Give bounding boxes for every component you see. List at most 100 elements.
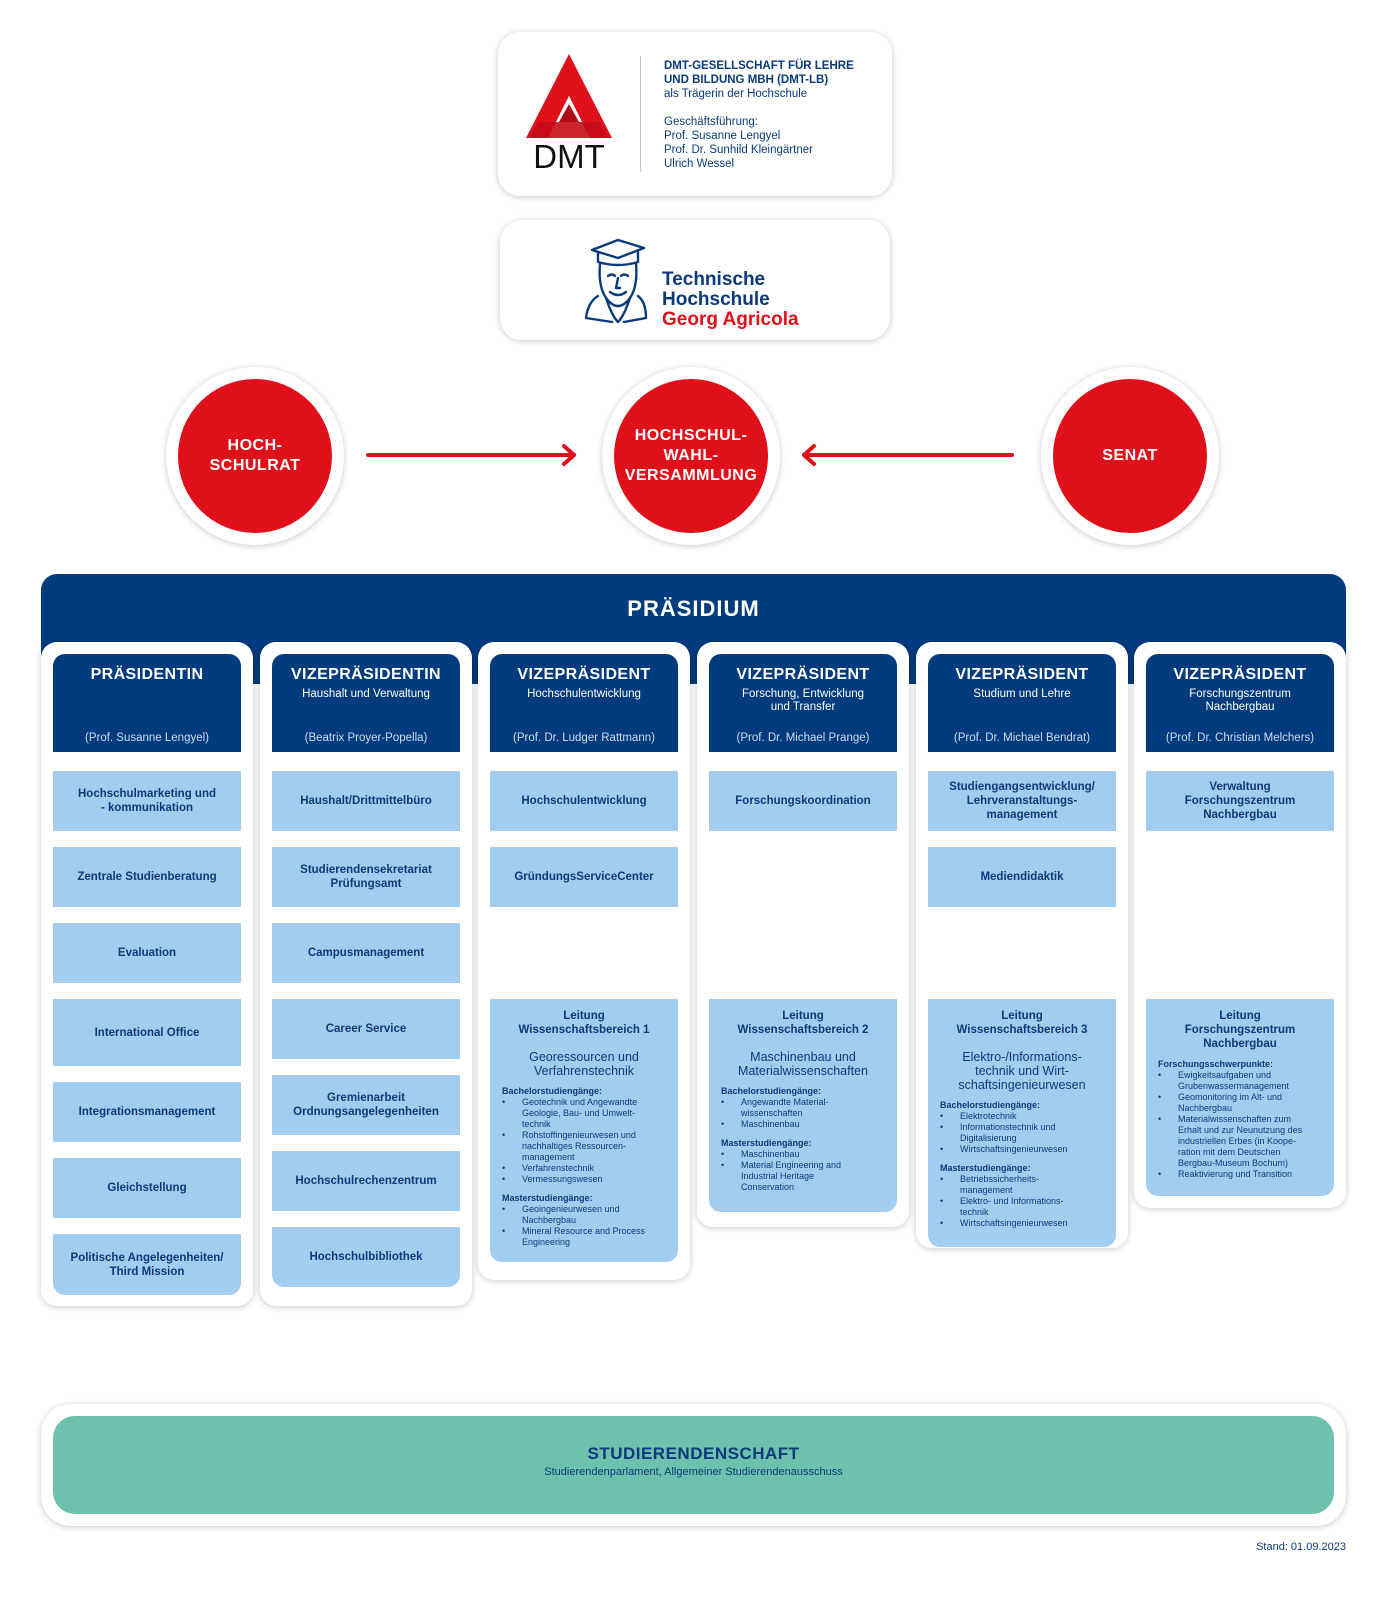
column-person: (Prof. Dr. Christian Melchers): [1165, 732, 1315, 744]
praesidium-bar: PRÄSIDIUM: [41, 574, 1346, 684]
studierendenschaft-title: STUDIERENDENSCHAFT: [587, 1444, 800, 1463]
area-section-heading: Forschungsschwerpunkte:: [1158, 1059, 1274, 1069]
area-list-item: Wirtschaftsingenieurwesen: [940, 1218, 1104, 1229]
area-list-item: Wirtschaftsingenieurwesen: [940, 1144, 1104, 1155]
area-list-item: Vermessungswesen: [502, 1174, 666, 1185]
praesidium-title: PRÄSIDIUM: [627, 596, 760, 621]
column-title: VIZEPRÄSIDENT: [955, 666, 1089, 683]
praesidium-column: PRÄSIDENTIN (Prof. Susanne Lengyel) Hochsc…: [41, 642, 253, 1306]
org-unit: Gremienarbeit Ordnungsangelegenheiten: [272, 1075, 460, 1135]
column-person: (Prof. Dr. Ludger Rattmann): [513, 732, 655, 744]
area-title: Leitung Wissenschaftsbereich 3: [956, 1010, 1088, 1036]
dmt-name-line2: UND BILDUNG MBH (DMT-LB): [664, 74, 829, 86]
column-header: PRÄSIDENTIN (Prof. Susanne Lengyel): [53, 654, 241, 752]
column-subtitle: Studium und Lehre: [973, 688, 1071, 700]
column-title: VIZEPRÄSIDENT: [1173, 666, 1307, 683]
hochschulrat-label: HOCH- SCHULRAT: [209, 437, 301, 474]
org-unit: Hochschulmarketing und - kommunikation: [53, 771, 241, 831]
thga-line2: Hochschule: [662, 289, 770, 310]
column-person: (Prof. Susanne Lengyel): [84, 732, 210, 744]
column-title: VIZEPRÄSIDENT: [517, 666, 651, 683]
georg-agricola-portrait-icon: [584, 238, 648, 324]
dmt-description: DMT-GESELLSCHAFT FÜR LEHRE UND BILDUNG M…: [664, 59, 884, 171]
column-subtitle: Haushalt und Verwaltung: [302, 688, 430, 700]
column-title: VIZEPRÄSIDENT: [736, 666, 870, 683]
area-title: Leitung Forschungszentrum Nachbergbau: [1184, 1010, 1296, 1050]
area-title: Leitung Wissenschaftsbereich 1: [518, 1010, 650, 1036]
area-section-heading: Bachelorstudiengänge:: [721, 1086, 822, 1096]
org-unit: Integrationsmanagement: [53, 1082, 241, 1142]
arrows: [366, 444, 1014, 466]
area-list-item: Maschinenbau: [721, 1149, 885, 1160]
dmt-management-label: Geschäftsführung:: [664, 116, 758, 128]
arrow-right-icon: [366, 444, 576, 466]
area-list-item: Verfahrenstechnik: [502, 1163, 666, 1174]
senat-label: SENAT: [1102, 447, 1158, 464]
dmt-manager: Prof. Susanne Lengyel: [664, 130, 781, 142]
area-section-list: Geoingenieurwesen und NachbergbauMineral…: [502, 1204, 666, 1248]
org-unit: Evaluation: [53, 923, 241, 983]
dmt-card: DMT DMT-GESELLSCHAFT FÜR LEHRE UND BILDU…: [498, 32, 892, 196]
column-title: PRÄSIDENTIN: [90, 666, 204, 683]
dmt-divider: [640, 56, 641, 172]
area-section-heading: Masterstudiengänge:: [721, 1138, 812, 1148]
column-person: (Prof. Dr. Michael Prange): [736, 732, 870, 744]
thga-wordmark: Technische Hochschule Georg Agricola: [662, 270, 799, 330]
org-unit: Zentrale Studienberatung: [53, 847, 241, 907]
thga-line1: Technische: [662, 269, 766, 290]
dmt-role: als Trägerin der Hochschule: [664, 88, 808, 100]
area-section-heading: Bachelorstudiengänge:: [502, 1086, 603, 1096]
org-unit: Campusmanagement: [272, 923, 460, 983]
column-person: (Prof. Dr. Michael Bendrat): [953, 732, 1091, 744]
dmt-name-line1: DMT-GESELLSCHAFT FÜR LEHRE: [664, 60, 854, 72]
area-list-item: Geotechnik und Angewandte Geologie, Bau-…: [502, 1097, 666, 1130]
column-subtitle: Hochschulentwicklung: [527, 688, 641, 700]
column-person: (Beatrix Proyer-Popella): [304, 732, 428, 744]
hochschulwahlversammlung-circle: HOCHSCHUL- WAHL- VERSAMMLUNG: [602, 367, 780, 545]
org-unit: Hochschulrechenzentrum: [272, 1151, 460, 1211]
column-header: VIZEPRÄSIDENT Studium und Lehre (Prof. Dr.…: [928, 654, 1116, 752]
area-section-list: Geotechnik und Angewandte Geologie, Bau-…: [502, 1097, 666, 1185]
area-list-item: Betriebssicherheits- management: [940, 1174, 1104, 1196]
area-list-item: Elektro- und Informations- technik: [940, 1196, 1104, 1218]
area-list-item: Geoingenieurwesen und Nachbergbau: [502, 1204, 666, 1226]
area-section-list: Ewigkeitsaufgaben und Grubenwassermanage…: [1158, 1070, 1322, 1180]
praesidium-column: VIZEPRÄSIDENT Studium und Lehre (Prof. Dr.…: [916, 642, 1128, 1248]
org-unit: Studiengangsentwicklung/ Lehrveranstaltu…: [928, 771, 1116, 831]
column-title: VIZEPRÄSIDENTIN: [290, 666, 441, 683]
area-section-heading: Bachelorstudiengänge:: [940, 1100, 1041, 1110]
org-unit: Hochschulbibliothek: [272, 1227, 460, 1287]
org-unit: Verwaltung Forschungszentrum Nachbergbau: [1146, 771, 1334, 831]
org-unit: Mediendidaktik: [928, 847, 1116, 907]
dmt-logo-icon: DMT: [526, 54, 612, 172]
area-list-item: Mineral Resource and Process Engineering: [502, 1226, 666, 1248]
arrow-left-icon: [802, 444, 1014, 466]
area-list-item: Rohstoffingenieurwesen und nachhaltiges …: [502, 1130, 666, 1163]
area-section-heading: Masterstudiengänge:: [502, 1193, 593, 1203]
area-description: Maschinenbau und Materialwissenschaften: [738, 1050, 868, 1078]
org-unit: International Office: [53, 999, 241, 1066]
column-header: VIZEPRÄSIDENTIN Haushalt und Verwaltung (B…: [272, 654, 460, 752]
area-list-item: Angewandte Material- wissenschaften: [721, 1097, 885, 1119]
dmt-manager: Ulrich Wessel: [664, 158, 735, 170]
area-list-item: Reaktivierung und Transition: [1158, 1169, 1322, 1180]
area-title: Leitung Wissenschaftsbereich 2: [737, 1010, 869, 1036]
dmt-manager: Prof. Dr. Sunhild Kleingärtner: [664, 144, 813, 156]
thga-line3: Georg Agricola: [662, 309, 799, 330]
area-box: Leitung Wissenschaftsbereich 2 Maschinenb…: [709, 999, 897, 1212]
area-list-item: Material Engineering and Industrial Heri…: [721, 1160, 885, 1193]
hochschulwahlversammlung-label: HOCHSCHUL- WAHL- VERSAMMLUNG: [624, 427, 758, 484]
area-section-list: ElektrotechnikInformationstechnik und Di…: [940, 1111, 1104, 1155]
praesidium-column: VIZEPRÄSIDENTIN Haushalt und Verwaltung (B…: [260, 642, 472, 1306]
praesidium-column: VIZEPRÄSIDENT Hochschulentwicklung (Prof. …: [478, 642, 690, 1280]
area-box: Leitung Wissenschaftsbereich 3 Elektro-/I…: [928, 999, 1116, 1247]
area-list-item: Geomonitoring im Alt- und Nachbergbau: [1158, 1092, 1322, 1114]
studierendenschaft-panel: STUDIERENDENSCHAFT Studierendenparlament…: [53, 1416, 1334, 1514]
area-section-list: Angewandte Material- wissenschaftenMasch…: [721, 1097, 885, 1130]
area-list-item: Materialwissenschaften zum Erhalt und zu…: [1158, 1114, 1322, 1169]
area-description: Elektro-/Informations- technik und Wirt-…: [958, 1050, 1086, 1092]
org-unit: Gleichstellung: [53, 1158, 241, 1218]
